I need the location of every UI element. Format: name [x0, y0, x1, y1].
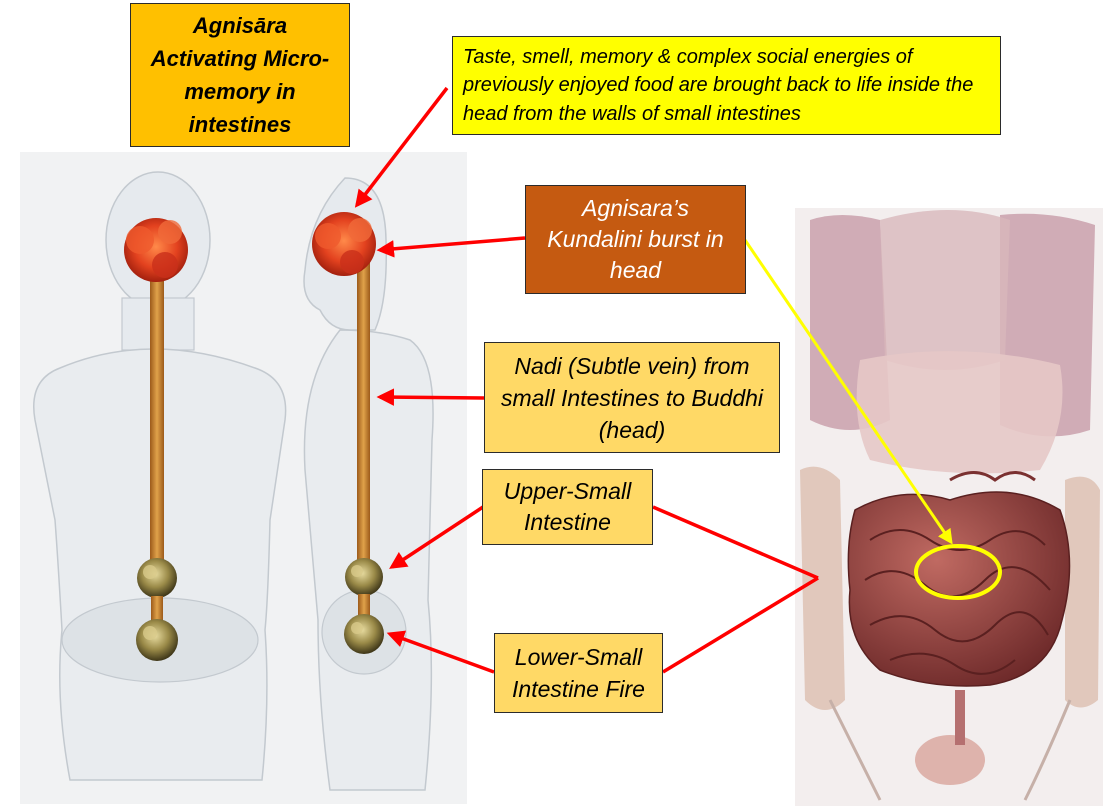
- intestine-highlight-ellipse: [914, 544, 1002, 600]
- front-upper-chakra: [137, 558, 177, 598]
- side-brain: [312, 212, 376, 276]
- anatomy-torso: [795, 208, 1103, 806]
- kundalini-burst-box: Agnisara’s Kundalini burst in head: [525, 185, 746, 294]
- burst-arrow: [376, 236, 526, 258]
- side-upper-chakra: [345, 558, 383, 596]
- lower-small-intestine-box: Lower-Small Intestine Fire: [494, 633, 663, 713]
- front-mannequin: [33, 171, 287, 781]
- taste-memory-text: Taste, smell, memory & complex social en…: [463, 45, 974, 125]
- lower-connector-line: [662, 576, 819, 674]
- lower-small-intestine-text: Lower-Small Intestine Fire: [512, 644, 645, 702]
- nadi-box: Nadi (Subtle vein) from small Intestines…: [484, 342, 780, 453]
- taste-memory-box: Taste, smell, memory & complex social en…: [452, 36, 1001, 135]
- side-mannequin: [303, 177, 434, 791]
- side-nadi-channel: [357, 255, 370, 590]
- kundalini-burst-text: Agnisara’s Kundalini burst in head: [547, 195, 724, 283]
- title-box: Agnisāra Activating Micro-memory in inte…: [130, 3, 350, 147]
- small-intestine: [847, 471, 1071, 687]
- lower-arrow: [386, 630, 495, 674]
- nadi-text: Nadi (Subtle vein) from small Intestines…: [500, 352, 764, 443]
- taste-arrow: [354, 86, 449, 208]
- yellow-pointer-arrow: [743, 239, 953, 545]
- nadi-arrow: [376, 388, 485, 406]
- front-brain: [124, 218, 188, 282]
- front-lower-chakra: [136, 619, 178, 661]
- side-lower-chakra: [344, 614, 384, 654]
- upper-arrow: [389, 505, 484, 569]
- title-text: Agnisāra Activating Micro-memory in inte…: [150, 13, 330, 137]
- upper-small-intestine-box: Upper-Small Intestine: [482, 469, 653, 545]
- upper-connector-line: [652, 505, 819, 580]
- front-nadi-channel: [150, 270, 164, 590]
- upper-small-intestine-text: Upper-Small Intestine: [503, 478, 632, 535]
